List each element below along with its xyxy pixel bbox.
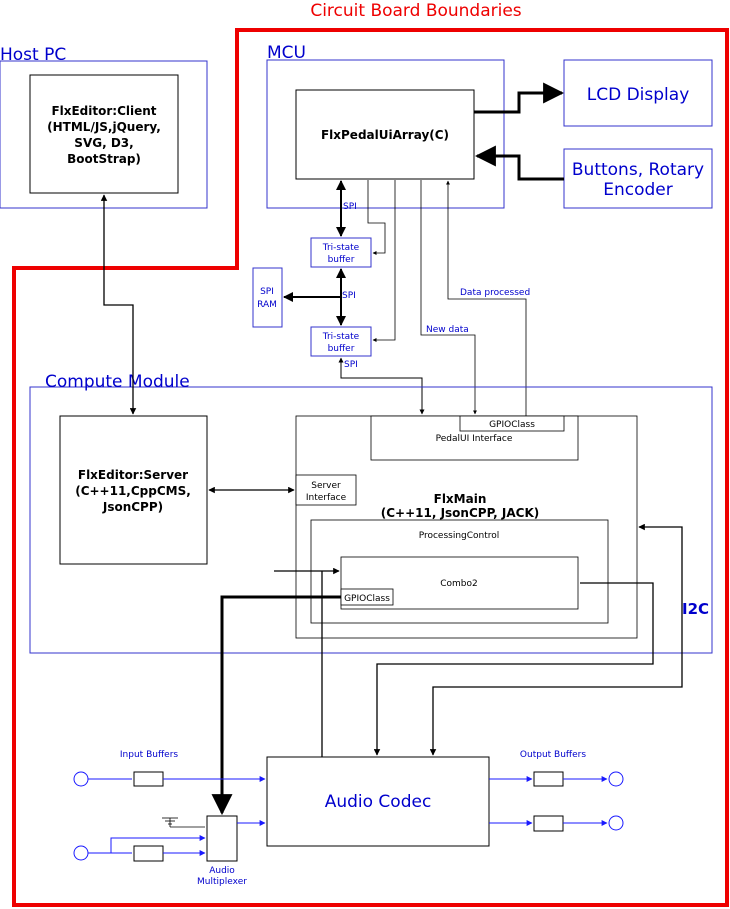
tristate-top-line-2: buffer [328,255,355,265]
data-processed-label: Data processed [460,288,530,298]
gpio-to-mux-link [211,595,341,816]
server-interface-line-1: Server [311,481,341,491]
mcu-box [266,59,505,209]
flxeditor-client-box [29,74,179,194]
mcu-to-lcd-link [474,82,565,114]
flxeditor-server-line-3: JsonCPP) [102,500,163,514]
mcu-title: MCU [267,43,306,63]
new-data-label: New data [426,325,469,335]
tristate-bottom-line-2: buffer [328,344,355,354]
compute-module-box [29,386,713,654]
flxeditor-client-line-2: (HTML/JS,jQuery, [47,120,161,134]
tristate-buffer-bottom [310,326,372,357]
processing-control-label: ProcessingControl [419,531,500,541]
input-jack-1 [73,771,89,787]
input-wire-2c [110,835,206,853]
spi-label-3: SPI [344,360,358,370]
spi-label-2: SPI [342,291,356,301]
combo2-to-codec [373,582,654,756]
server-interface-line-2: Interface [306,493,347,503]
input-buffers-label: Input Buffers [120,750,178,760]
audio-multiplexer-box [206,815,238,862]
gpio-class-top-label: GPIOClass [489,420,535,430]
flxeditor-client-line-1: FlxEditor:Client [51,104,156,118]
input-buffer-1 [133,771,164,787]
combo2-label: Combo2 [440,579,478,589]
buttons-to-mcu-link [474,145,564,181]
flxeditor-client-line-4: BootStrap) [67,152,141,166]
buttons-encoder-line-2: Encoder [603,180,673,200]
board-title: Circuit Board Boundaries [310,1,521,21]
spi-label-1: SPI [343,202,357,212]
flxeditor-client-line-3: SVG, D3, [74,136,133,150]
audio-codec-box [266,756,490,847]
i2c-label: I2C [682,600,709,618]
output-jack-1 [608,771,624,787]
tristate-buffer-top [310,237,372,268]
data-processed-line [446,180,527,416]
pedalui-interface-label: PedalUI Interface [436,434,513,444]
output-jack-2 [608,815,624,831]
new-data-line [420,180,477,415]
mcu-ctrl-line-1 [367,180,386,255]
spi-ram-line-2: RAM [257,300,277,310]
buttons-encoder-line-1: Buttons, Rotary [572,160,704,180]
spi-ram-box [252,267,283,328]
gpio-class-top [459,415,565,432]
compute-module-title: Compute Module [45,372,190,392]
audio-mux-line-1: Audio [209,866,235,876]
flxeditor-server-line-1: FlxEditor:Server [78,468,188,482]
output-buffer-2 [533,815,564,832]
codec-to-combo2 [274,567,340,757]
mcu-ctrl-line-2 [372,180,396,342]
host-pc-title: Host PC [0,45,66,65]
input-buffer-2 [133,845,164,862]
flxmain-line-1: FlxMain [434,492,487,506]
tristate-bottom-line-1: Tri-state [322,332,360,342]
host-pc-box [0,60,208,209]
spi-ram-line-1: SPI [260,287,274,297]
client-server-link [100,194,137,415]
flxmain-line-2: (C++11, JsonCPP, JACK) [381,506,540,520]
audio-mux-line-2: Multiplexer [197,877,247,887]
audio-codec-label: Audio Codec [325,792,432,812]
input-jack-2 [73,845,89,861]
flxpedaluiarray-box [295,89,475,180]
flxpedaluiarray-label: FlxPedalUiArray(C) [321,128,449,142]
output-buffers-label: Output Buffers [520,750,586,760]
output-buffer-1 [533,771,564,787]
server-interface-box [295,474,357,506]
tristate-top-line-1: Tri-state [322,243,360,253]
flxeditor-server-line-2: (C++11,CppCMS, [75,484,191,498]
flxeditor-server-box [59,415,208,565]
i2c-link [429,523,683,756]
spi-link-compute-pedalui [338,357,425,415]
circuit-board-boundary [12,28,729,907]
lcd-display-label: LCD Display [587,85,690,105]
gpio-class-bottom-label: GPIOClass [344,594,390,604]
